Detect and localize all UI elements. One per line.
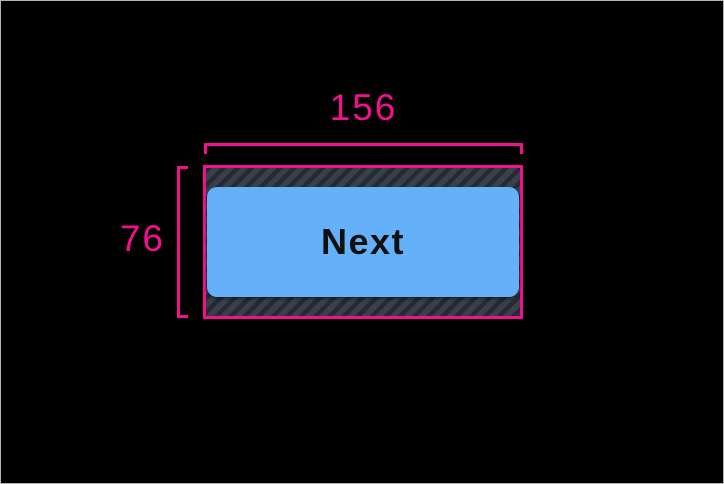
height-measure-bracket: [177, 166, 188, 318]
next-button-label: Next: [320, 221, 406, 262]
next-button[interactable]: Next: [207, 187, 519, 297]
width-measure-bracket: [204, 143, 523, 154]
width-dimension-label: 156: [329, 87, 398, 128]
selection-outline: Next: [203, 165, 523, 319]
height-dimension-label: 76: [119, 218, 165, 259]
